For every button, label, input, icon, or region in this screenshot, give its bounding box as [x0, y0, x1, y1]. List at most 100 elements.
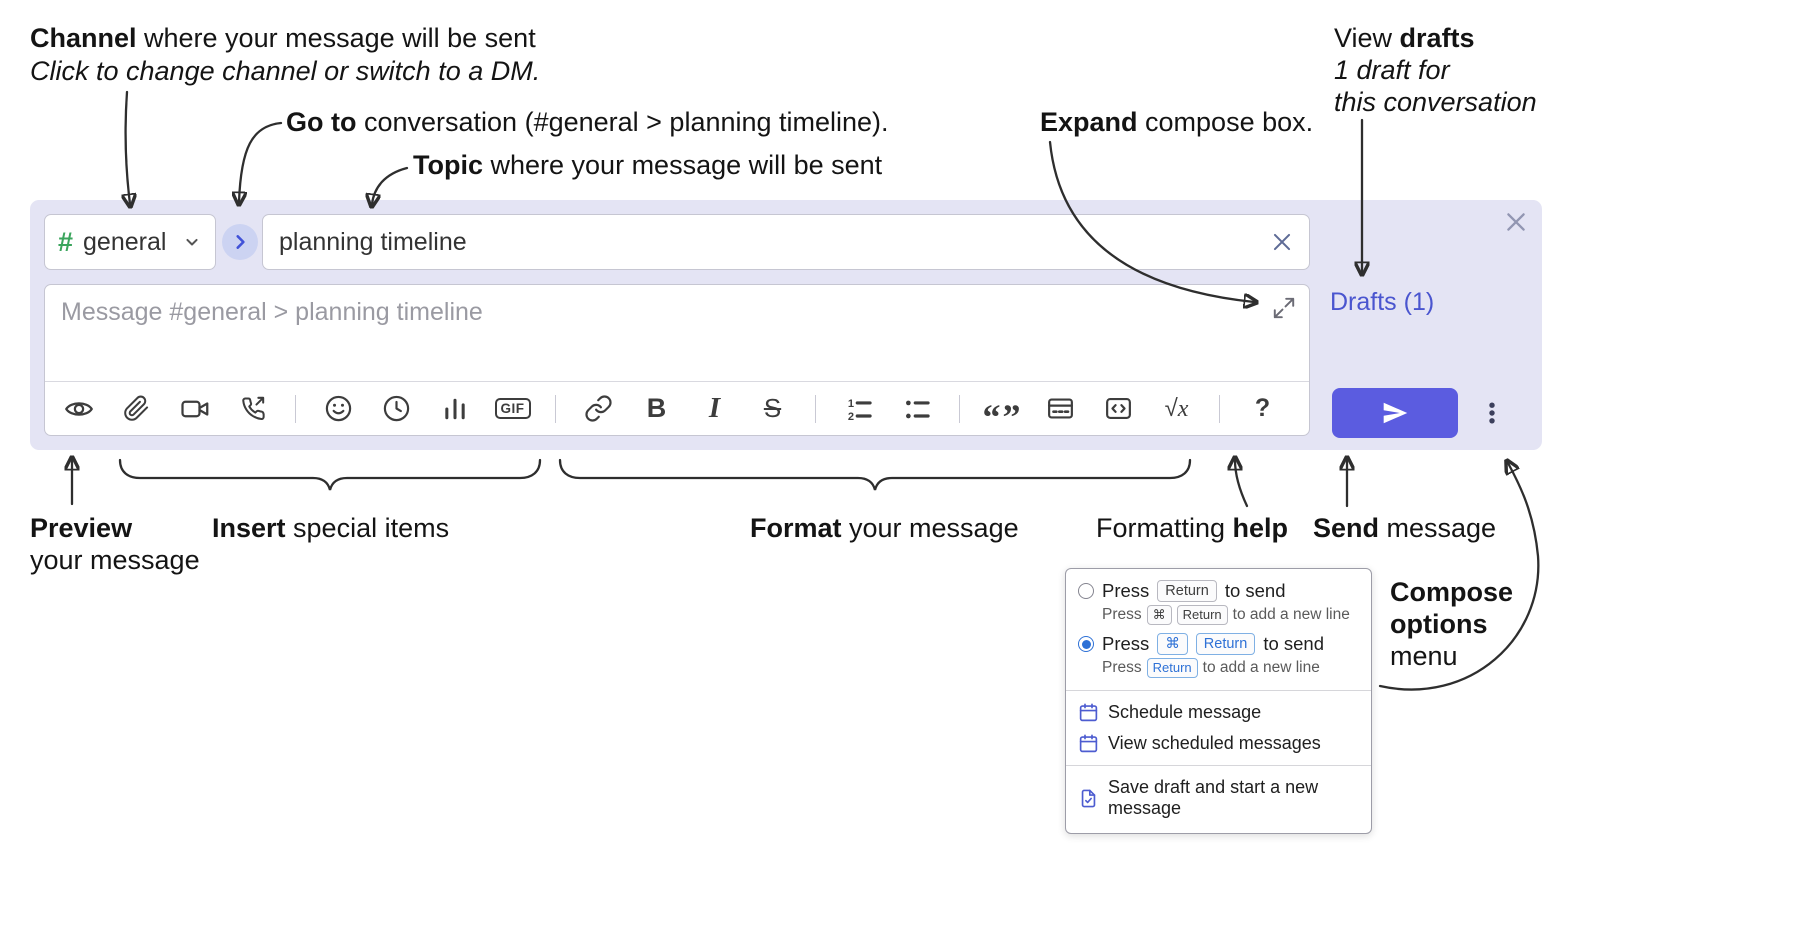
attach-file-button[interactable] — [114, 387, 159, 431]
view-drafts-annotation: View drafts 1 draft for this conversatio… — [1334, 22, 1537, 118]
option-text: Press — [1102, 580, 1150, 601]
svg-text:2: 2 — [847, 411, 853, 423]
math-icon: √x — [1164, 394, 1189, 422]
topic-input[interactable] — [277, 226, 1269, 258]
question-mark-icon: ? — [1254, 394, 1271, 422]
message-area — [45, 285, 1309, 381]
close-compose-button[interactable] — [1502, 208, 1530, 241]
formatting-help-button[interactable]: ? — [1240, 387, 1285, 431]
option-cmd-return-to-send[interactable]: Press ⌘ Return to send — [1066, 631, 1371, 657]
compose-options-button[interactable] — [1472, 388, 1512, 438]
menu-item-label: View scheduled messages — [1108, 733, 1321, 753]
expand-compose-button[interactable] — [1271, 295, 1297, 326]
poll-button[interactable] — [432, 387, 477, 431]
quote-icon: “” — [982, 396, 1023, 436]
view-drafts-line1: View drafts — [1334, 23, 1475, 53]
option-text: to send — [1263, 633, 1325, 654]
radio-selected-icon[interactable] — [1078, 636, 1094, 652]
bulleted-list-icon — [905, 400, 930, 418]
code-icon — [1106, 397, 1131, 420]
numbered-list-icon: 12 — [847, 398, 872, 423]
italic-icon: I — [708, 392, 721, 424]
menu-item-label: Schedule message — [1108, 702, 1262, 722]
spoiler-button[interactable] — [1038, 387, 1083, 431]
preview-button[interactable] — [56, 387, 101, 431]
code-button[interactable] — [1096, 387, 1141, 431]
clear-topic-button[interactable] — [1269, 229, 1295, 255]
option-return-subtext: Press ⌘ Return to add a new line — [1066, 604, 1371, 631]
save-draft-icon — [1081, 789, 1096, 807]
subtext: Press — [1102, 659, 1142, 676]
channel-selector[interactable]: # general — [44, 214, 216, 270]
smiley-icon — [325, 395, 352, 422]
channel-annotation-line1: Channel where your message will be sent — [30, 23, 536, 53]
bold-button[interactable]: B — [634, 387, 679, 431]
return-key: Return — [1195, 633, 1256, 655]
quote-button[interactable]: “” — [980, 387, 1025, 436]
drafts-link[interactable]: Drafts (1) — [1330, 288, 1435, 316]
subtext: Press — [1102, 606, 1142, 623]
go-to-conversation-button[interactable] — [222, 224, 258, 260]
preview-line2: your message — [30, 545, 200, 575]
math-button[interactable]: √x — [1154, 387, 1199, 431]
svg-text:1: 1 — [847, 398, 853, 410]
vertical-dots-icon — [1489, 402, 1495, 424]
compose-options-line1: Compose — [1390, 577, 1514, 607]
return-key: Return — [1176, 605, 1228, 625]
topic-input-wrapper — [262, 214, 1310, 270]
option-text: to send — [1224, 580, 1286, 601]
italic-button[interactable]: I — [692, 387, 737, 431]
chevron-right-icon — [236, 235, 245, 249]
send-annotation: Send message — [1313, 513, 1497, 543]
gif-button[interactable]: GIF — [490, 387, 535, 431]
channel-arrow — [126, 90, 130, 204]
link-button[interactable] — [576, 387, 621, 431]
global-time-button[interactable] — [374, 387, 419, 431]
toolbar-divider — [1219, 394, 1220, 423]
calendar-icon — [1079, 734, 1098, 753]
compose-options-menu: Press Return to send Press ⌘ Return to a… — [1065, 568, 1372, 834]
link-icon — [585, 395, 612, 422]
option-return-to-send[interactable]: Press Return to send — [1066, 578, 1371, 604]
video-call-button[interactable] — [172, 387, 217, 431]
cmd-key: ⌘ — [1157, 633, 1188, 655]
schedule-message-item[interactable]: Schedule message — [1066, 697, 1371, 728]
goto-annotation: Go to conversation (#general > planning … — [286, 107, 889, 137]
expand-icon — [1273, 297, 1295, 319]
close-icon — [1507, 213, 1525, 231]
preview-line1: Preview — [30, 513, 133, 543]
view-drafts-line2: 1 draft for — [1334, 55, 1450, 85]
phone-call-icon — [242, 396, 265, 420]
goto-arrow — [239, 121, 283, 202]
strikethrough-button[interactable]: S — [750, 387, 795, 431]
gif-icon: GIF — [494, 398, 531, 419]
view-drafts-line3: this conversation — [1334, 87, 1537, 117]
emoji-button[interactable] — [316, 387, 361, 431]
subtext: to add a new line — [1202, 659, 1320, 676]
menu-item-label: Save draft and start a new message — [1108, 777, 1319, 818]
return-key: Return — [1146, 658, 1198, 678]
voice-call-button[interactable] — [230, 387, 275, 431]
menu-divider — [1066, 690, 1371, 691]
channel-hash-icon: # — [58, 226, 74, 257]
toolbar-divider — [815, 394, 816, 423]
topic-annotation: Topic where your message will be sent — [413, 150, 883, 180]
compose-box: # general — [30, 200, 1542, 450]
option-text: Press — [1102, 633, 1150, 654]
view-scheduled-messages-item[interactable]: View scheduled messages — [1066, 728, 1371, 759]
toolbar-divider — [555, 394, 556, 423]
toolbar-divider — [959, 394, 960, 423]
menu-divider — [1066, 765, 1371, 766]
bulleted-list-button[interactable] — [894, 387, 939, 431]
message-box: GIF B I S 12 “” √x ? — [44, 284, 1310, 436]
radio-unselected-icon[interactable] — [1078, 583, 1094, 599]
compose-options-line3: menu — [1390, 641, 1458, 671]
spoiler-icon — [1048, 398, 1073, 419]
save-draft-item[interactable]: Save draft and start a new message — [1066, 772, 1371, 824]
send-button[interactable] — [1332, 388, 1458, 438]
video-camera-icon — [180, 400, 208, 417]
message-input[interactable] — [45, 285, 1309, 381]
